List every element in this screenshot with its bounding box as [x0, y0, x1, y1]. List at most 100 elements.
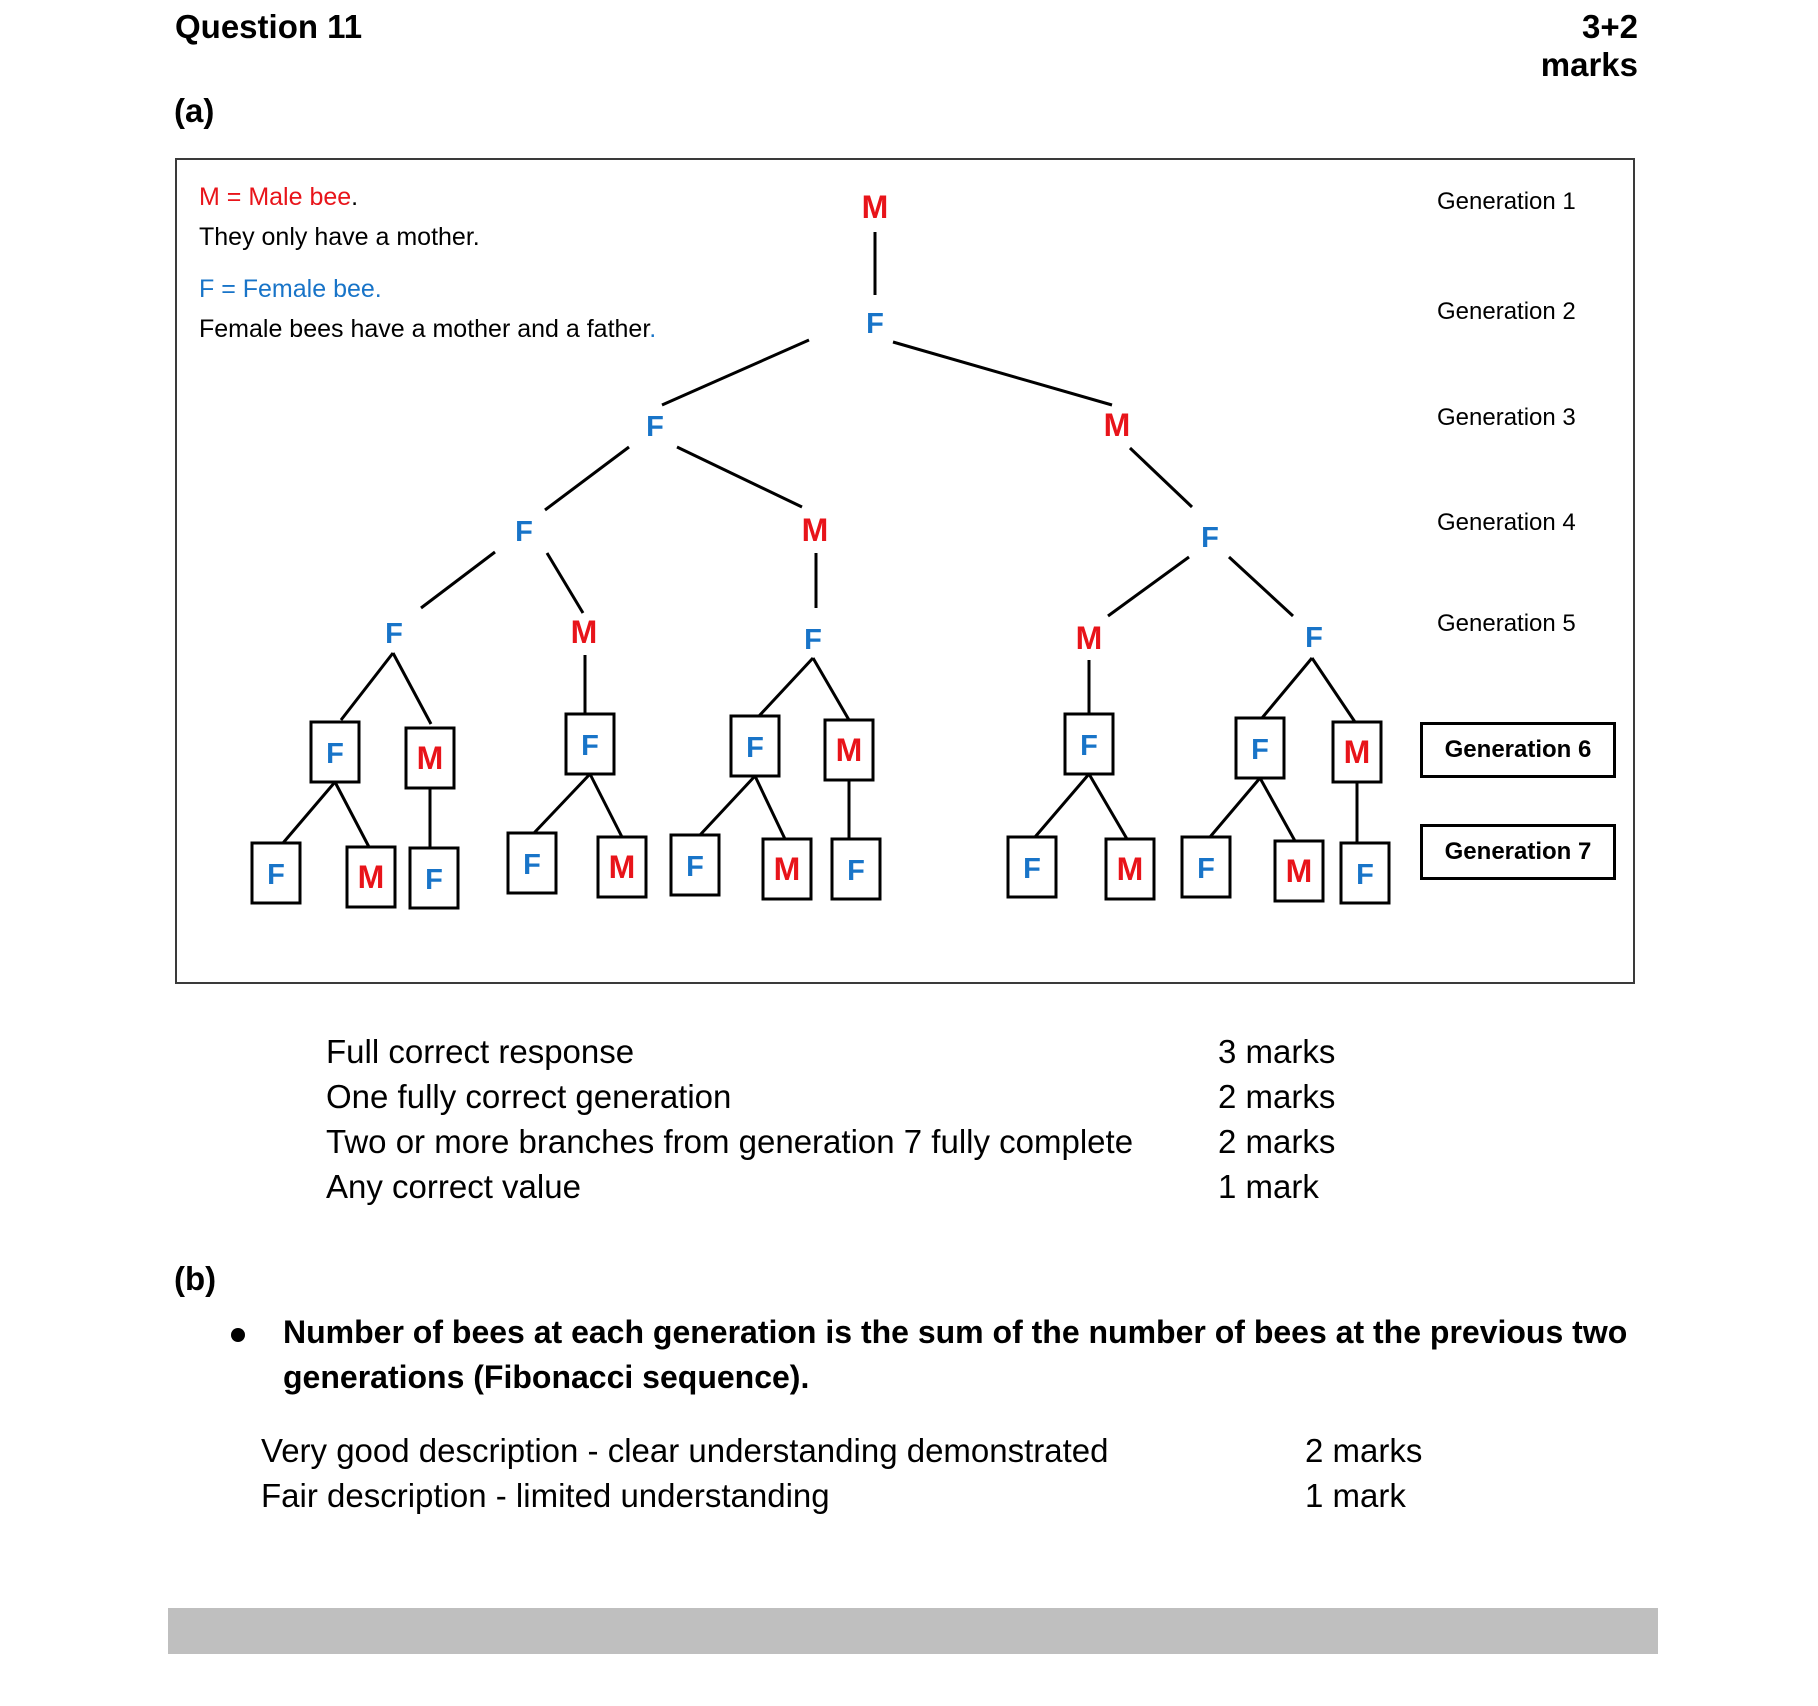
gen6-node-female: F [1251, 734, 1269, 766]
gen6-node-box [564, 712, 616, 776]
gen5-node-female: F [385, 618, 403, 650]
scheme-a-criterion-1: Full correct response [326, 1033, 635, 1070]
gen7-node-box [345, 845, 397, 909]
gen7-node-female: F [847, 855, 865, 887]
gen7-node-box [1104, 837, 1156, 901]
part-b-answer: Number of bees at each generation is the… [283, 1314, 1628, 1395]
gen6-node-box [823, 718, 875, 782]
generation-3-label: Generation 3 [1437, 404, 1576, 431]
tree-branch-line [1258, 777, 1297, 842]
tree-branch-line [1227, 555, 1295, 618]
gen6-node-female: F [1080, 730, 1098, 762]
generation-2-label: Generation 2 [1437, 298, 1576, 325]
gen7-node-female: F [1356, 859, 1374, 891]
scheme-a-criterion-4: Any correct value [326, 1168, 581, 1205]
gen6-node-box [1234, 716, 1286, 780]
tree-branch-line [1208, 777, 1262, 838]
gen5-node-male: M [1076, 620, 1103, 656]
gen3-node-male: M [1104, 407, 1131, 443]
female-note: Female bees have a mother and a father [199, 315, 650, 343]
female-definition: F = Female bee. [199, 275, 382, 303]
gen7-node-male: M [358, 859, 385, 895]
gen7-node-box [408, 846, 460, 910]
gen6-node-box [309, 720, 361, 784]
scheme-a-marks-1: 3 marks [1218, 1033, 1336, 1070]
generation-1-label: Generation 1 [1437, 188, 1576, 215]
gen7-node-box [669, 833, 721, 897]
tree-branch-line [676, 445, 803, 509]
gen7-node-box [1006, 835, 1058, 899]
female-note-end: . [649, 315, 657, 343]
gen7-node-box [506, 831, 558, 895]
scheme-b-marks-1: 2 marks [1305, 1432, 1423, 1469]
tree-branch-line [1260, 657, 1314, 719]
question-title: Question 11 [175, 8, 363, 45]
tree-branch-line [1033, 773, 1091, 838]
gen6-node-female: F [326, 738, 344, 770]
gen4-node-male: M [802, 512, 829, 548]
tree-branch-line [661, 338, 810, 407]
total-marks: 3+2 marks [1540, 8, 1638, 83]
gen7-node-female: F [425, 864, 443, 896]
tree-branch-line [281, 781, 337, 844]
tree-branch-line [753, 775, 787, 840]
gen6-node-male: M [1344, 734, 1371, 770]
tree-branch-line [698, 774, 757, 837]
generation-7-label: Generation 7 [1420, 824, 1616, 880]
male-definition-end: . [351, 183, 359, 211]
tree-branch-line [545, 552, 585, 614]
gen7-node-female: F [523, 849, 541, 881]
gen7-node-box [1273, 839, 1325, 903]
gen7-node-box [1339, 841, 1391, 905]
gen6-node-male: M [836, 732, 863, 768]
gen5-node-male: M [571, 614, 598, 650]
tree-branch-line [811, 657, 851, 721]
gen6-node-box [729, 714, 781, 778]
gen2-node-female: F [866, 308, 884, 340]
generation-4-label: Generation 4 [1437, 509, 1576, 536]
gen7-node-male: M [774, 851, 801, 887]
scheme-b-criterion-1: Very good description - clear understand… [261, 1432, 1109, 1469]
tree-branch-line [544, 445, 630, 512]
tree-branch-line [333, 781, 371, 848]
gen7-node-female: F [686, 851, 704, 883]
gen7-node-box [830, 837, 882, 901]
gen7-node-male: M [1286, 853, 1313, 889]
gen6-node-box [1331, 720, 1383, 784]
scheme-a-marks-4: 1 mark [1218, 1168, 1319, 1205]
gen7-node-female: F [267, 859, 285, 891]
tree-branch-line [420, 550, 496, 610]
gen6-node-female: F [746, 732, 764, 764]
gen7-node-male: M [1117, 851, 1144, 887]
male-definition: M = Male bee [199, 183, 352, 211]
gen7-node-male: M [609, 849, 636, 885]
part-b-label: (b) [174, 1260, 217, 1297]
gen3-node-female: F [646, 411, 664, 443]
bee-family-tree-diagram: M = Male bee. They only have a mother. F… [175, 158, 1635, 984]
tree-branch-line [588, 773, 624, 838]
scheme-a-criterion-2: One fully correct generation [326, 1078, 732, 1115]
footer-bar [168, 1608, 1658, 1654]
gen7-node-female: F [1023, 853, 1041, 885]
tree-branch-line [391, 652, 433, 725]
gen7-node-female: F [1197, 853, 1215, 885]
gen7-node-box [761, 837, 813, 901]
tree-branch-line [1310, 657, 1357, 723]
gen4-node-female: F [1201, 522, 1219, 554]
tree-branch-line [532, 772, 592, 835]
bullet-point [231, 1328, 245, 1342]
scheme-b-marks-2: 1 mark [1305, 1477, 1406, 1514]
tree-branch-line [339, 652, 395, 721]
tree-branch-line [892, 340, 1113, 407]
gen7-node-box [1180, 835, 1232, 899]
tree-branch-line [757, 656, 815, 718]
tree-branch-line [1107, 555, 1190, 618]
scheme-a-marks-2: 2 marks [1218, 1078, 1336, 1115]
male-note: They only have a mother. [199, 223, 480, 251]
gen6-node-male: M [417, 740, 444, 776]
gen5-node-female: F [1305, 622, 1323, 654]
scheme-b-criterion-2: Fair description - limited understanding [261, 1477, 830, 1514]
gen4-node-female: F [515, 516, 533, 548]
part-a-label: (a) [174, 92, 215, 129]
